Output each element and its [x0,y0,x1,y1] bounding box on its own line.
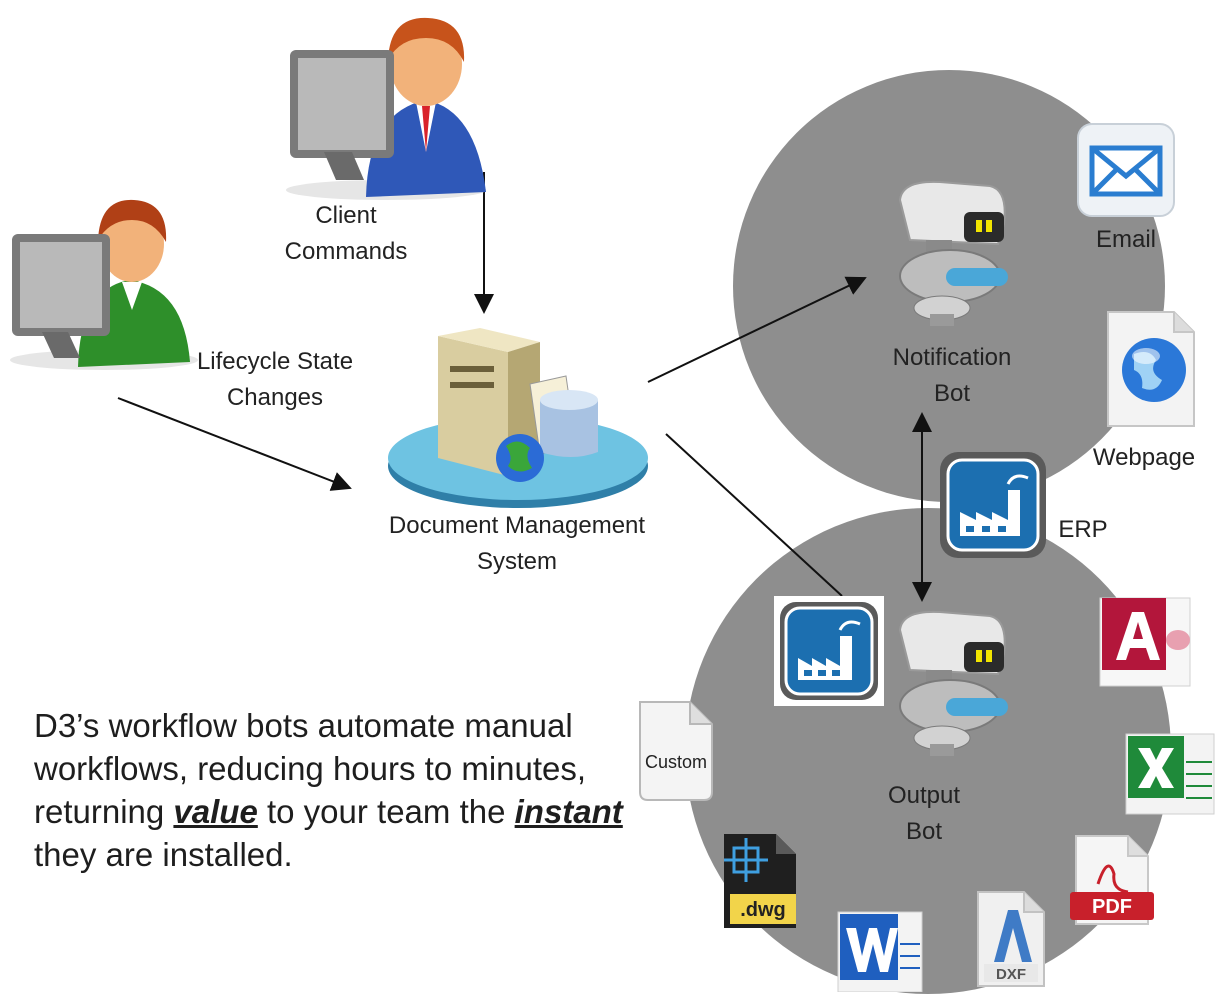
erp-label: ERP [1058,516,1108,543]
output-bot-label: Output Bot [824,778,1024,850]
tagline-text-3: they are installed. [34,836,293,873]
output-bot-line2: Bot [905,818,943,845]
client-commands-line2: Commands [284,238,408,265]
notification-bot-line2: Bot [933,380,971,407]
tagline-emphasis-value: value [173,793,258,830]
tagline: D3’s workflow bots automate manual workf… [34,704,634,876]
line-dms-to-output [665,433,843,597]
notification-bot-label: Notification Bot [852,340,1052,412]
dxf-label: DXF [996,966,1026,983]
client-user-icon [286,17,486,200]
email-label: Email [1095,226,1156,253]
lifecycle-label: Lifecycle State Changes [160,344,390,416]
lifecycle-line1: Lifecycle State [196,348,354,375]
pdf-label: PDF [1092,896,1132,918]
access-icon [1099,597,1191,687]
erp-factory-icon [940,452,1046,558]
notification-bot-line1: Notification [892,344,1012,371]
tagline-text-1: D3’s workflow bots automate manual workf… [34,707,587,830]
arrow-dms-to-notification [647,276,867,383]
webpage-icon [1107,311,1195,427]
notification-bot-robot-icon [898,180,1008,326]
client-commands-label: Client Commands [246,198,446,270]
dms-line1: Document Management [388,512,646,539]
output-bot-robot-icon [898,610,1008,756]
pdf-icon: PDF [1070,835,1154,925]
dxf-icon: DXF [977,891,1045,987]
dms-line2: System [476,548,557,575]
tagline-emphasis-instant: instant [514,793,623,830]
word-icon [837,911,923,992]
dwg-label: .dwg [740,899,786,921]
custom-file-icon: Custom [639,701,713,801]
custom-label: Custom [645,752,707,772]
lifecycle-line2: Changes [226,384,324,411]
email-icon [1077,123,1175,217]
webpage-label: Webpage [1092,444,1196,471]
output-bot-line1: Output [887,782,961,809]
tagline-text-2: to your team the [257,793,515,830]
excel-icon [1125,733,1215,815]
arrow-lifecycle-to-dms [117,397,352,491]
document-management-server-icon [388,328,648,508]
erp-factory-icon-2 [774,596,884,706]
lifecycle-user-icon [10,199,198,370]
client-commands-line1: Client [315,202,377,229]
dms-label: Document Management System [350,508,684,580]
dwg-icon: .dwg [724,834,796,928]
